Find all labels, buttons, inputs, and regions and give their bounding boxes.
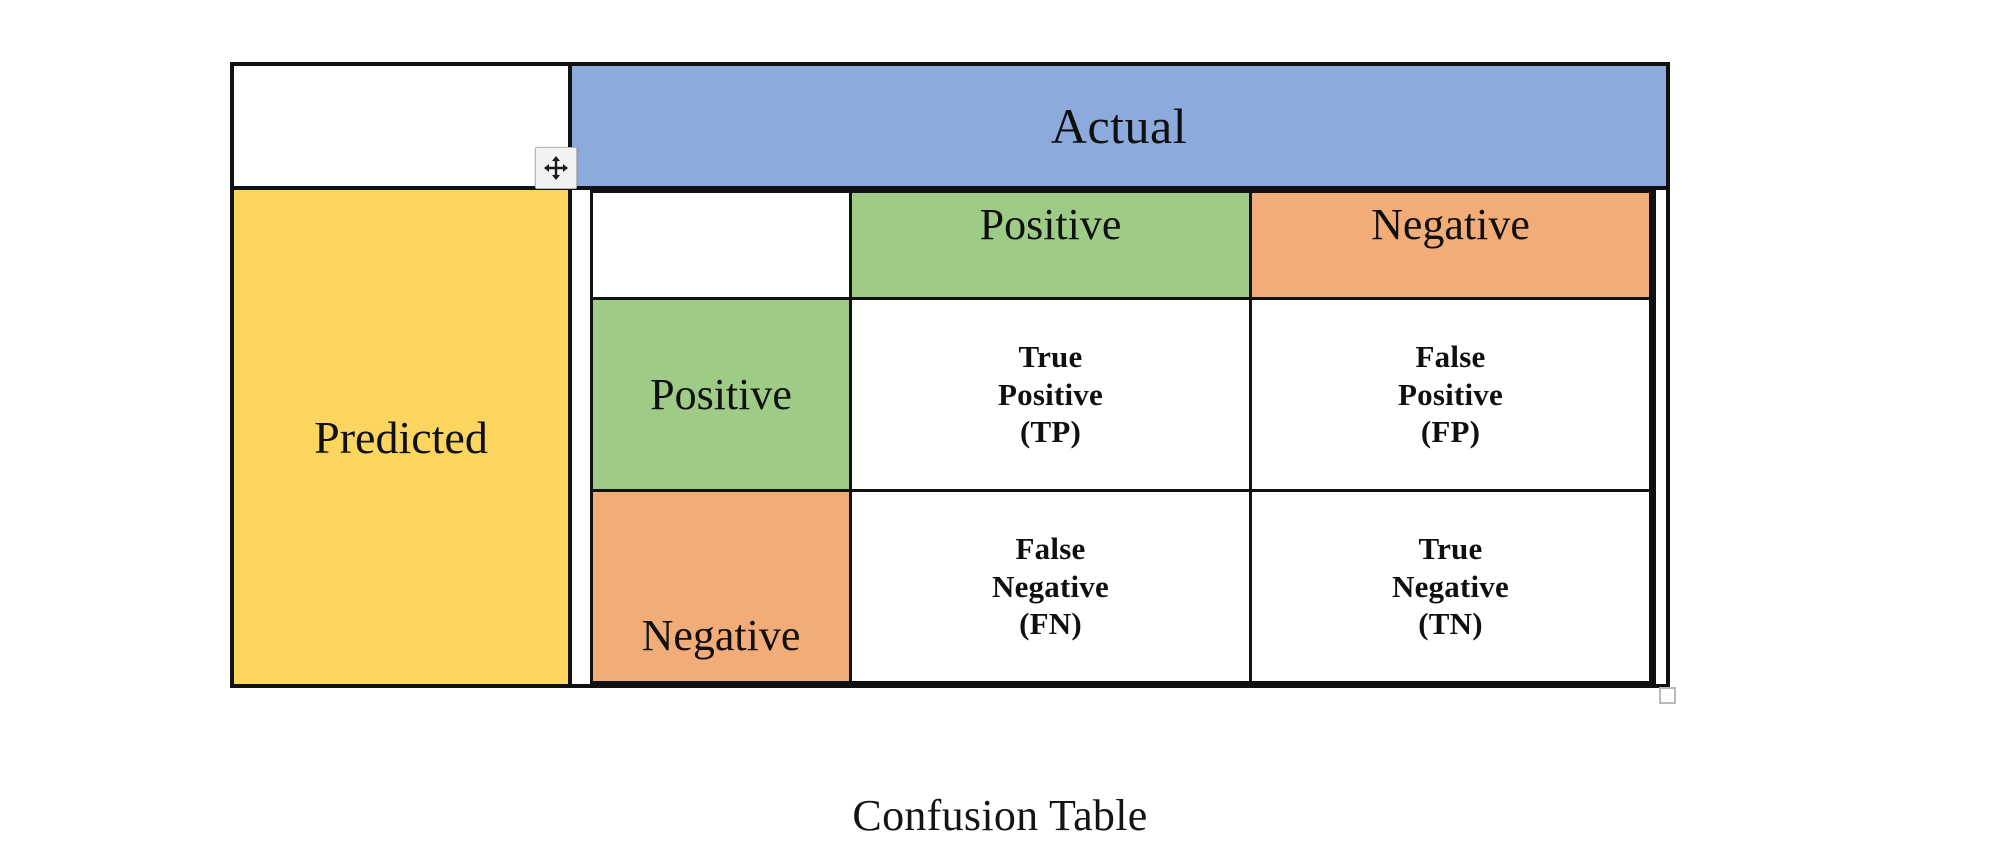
cell-line-1: Negative [1392, 568, 1509, 604]
right-gutter [1652, 190, 1666, 684]
corner-blank-cell[interactable] [234, 66, 572, 186]
actual-header-cell[interactable]: Actual [572, 66, 1666, 186]
cell-line-1: Positive [1398, 376, 1503, 412]
predicted-header-cell[interactable]: Predicted [234, 190, 572, 684]
inner-blank-cell[interactable] [593, 193, 849, 297]
cell-line-0: True [1018, 338, 1083, 374]
figure-caption: Confusion Table [852, 791, 1148, 840]
actual-negative-header[interactable]: Negative [1252, 193, 1649, 297]
resize-handle-icon[interactable] [1659, 687, 1676, 704]
actual-positive-header[interactable]: Positive [852, 193, 1249, 297]
cell-line-0: False [1415, 338, 1486, 374]
table-body-row: Predicted Positive Negative Positive Tru… [234, 190, 1666, 684]
predicted-positive-header[interactable]: Positive [593, 300, 849, 489]
move-cursor-icon[interactable] [535, 147, 577, 189]
cell-line-2: (FN) [1019, 606, 1082, 642]
left-gutter [572, 190, 590, 684]
cell-line-1: Positive [998, 376, 1103, 412]
cell-line-2: (FP) [1420, 414, 1481, 450]
cell-line-2: (TP) [1019, 414, 1082, 450]
cell-line-2: (TN) [1418, 606, 1483, 642]
cell-line-0: False [1015, 530, 1086, 566]
predicted-negative-header[interactable]: Negative [593, 492, 849, 681]
cell-line-1: Negative [992, 568, 1109, 604]
confusion-table[interactable]: Actual Predicted Positive Negative Posit… [230, 62, 1670, 688]
table-header-row: Actual [234, 66, 1666, 190]
cell-line-0: True [1418, 530, 1483, 566]
